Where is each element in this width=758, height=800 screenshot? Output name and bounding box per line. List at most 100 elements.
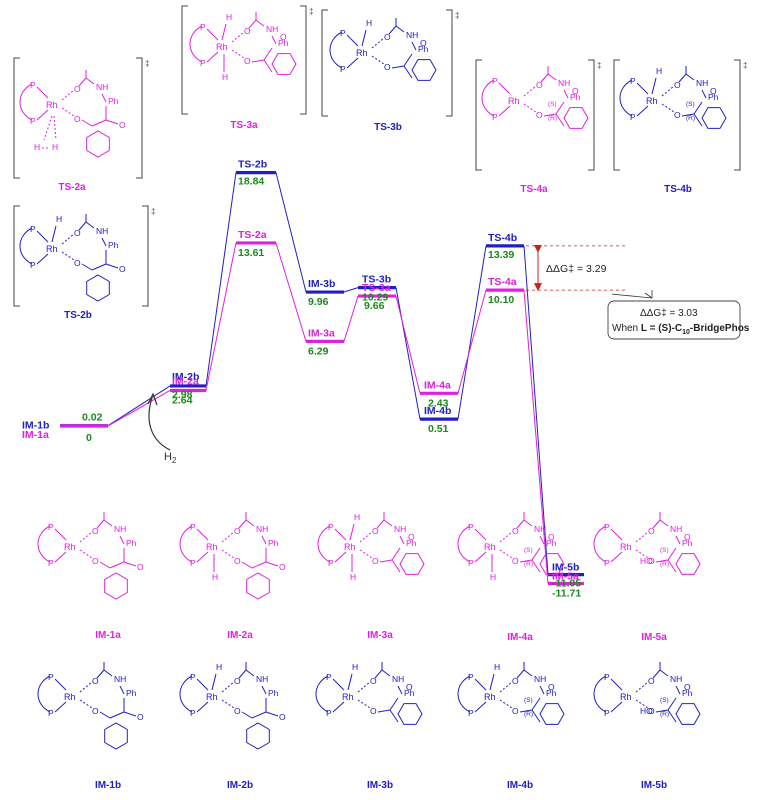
- bracket-left: [13, 205, 20, 307]
- nh-group: NH: [534, 524, 546, 534]
- bond: [474, 551, 487, 563]
- phosphorus-atom: P: [30, 80, 36, 90]
- bond: [334, 551, 347, 563]
- bond: [389, 709, 399, 723]
- level-name-im2b: IM-2b: [172, 371, 199, 383]
- oxygen-atom: O: [710, 86, 717, 96]
- bond: [359, 549, 373, 559]
- benzene-ring: [271, 53, 297, 75]
- bond: [678, 73, 687, 83]
- bond: [652, 519, 661, 529]
- phosphorus-atom: P: [468, 522, 474, 532]
- hydrogen-atom: H: [56, 214, 62, 224]
- bond: [221, 699, 235, 709]
- bond: [251, 59, 265, 63]
- bond: [403, 53, 413, 67]
- rhodium-atom: Rh: [356, 48, 368, 58]
- level-value-im3a: 6.29: [308, 345, 329, 357]
- bond: [361, 29, 367, 47]
- bond: [540, 73, 549, 83]
- note-line2-suffix: -BridgePhos: [690, 323, 750, 334]
- oxygen-atom: O: [92, 526, 99, 536]
- phosphorus-atom: P: [48, 708, 54, 718]
- bond: [636, 105, 649, 117]
- diphosphine-arc: [19, 227, 33, 265]
- stereo-label-r: (R): [524, 561, 533, 568]
- oxygen-atom: O: [512, 676, 519, 686]
- connector-im2a-ts2a: [205, 242, 237, 391]
- oxygen-atom: O: [408, 532, 415, 542]
- connector-im4b-ts4b: [457, 245, 487, 420]
- hydroxyl-group: HO: [640, 556, 653, 566]
- caption-im2a: IM-2a: [227, 630, 253, 641]
- diphosphine-arc: [37, 525, 51, 563]
- bond: [474, 701, 487, 713]
- bond: [347, 673, 353, 691]
- hydrogen-atom: H: [366, 18, 372, 28]
- bond: [332, 678, 345, 691]
- rhodium-atom: Rh: [46, 100, 58, 110]
- level-name-im4a: IM-4a: [424, 379, 451, 391]
- level-value-im4b: 0.51: [428, 423, 449, 435]
- phosphorus-atom: P: [630, 112, 636, 122]
- bond: [346, 34, 359, 47]
- oxygen-atom: O: [92, 676, 99, 686]
- phosphorus-atom: P: [30, 224, 36, 234]
- oxygen-atom: O: [674, 80, 681, 90]
- bond: [357, 699, 371, 709]
- rhodium-atom: Rh: [344, 542, 356, 552]
- benzene-ring: [104, 722, 128, 750]
- nh-group: NH: [392, 674, 404, 684]
- level-name-im3a: IM-3a: [308, 327, 335, 339]
- bond: [54, 528, 67, 541]
- benzene-ring: [399, 553, 425, 575]
- bond: [265, 711, 279, 717]
- benzene-ring: [246, 722, 270, 750]
- phosphorus-atom: P: [190, 522, 196, 532]
- hydrogen-atom: H: [350, 572, 356, 582]
- bond: [61, 107, 75, 117]
- phosphorus-atom: P: [604, 708, 610, 718]
- stereo-label-s: (S): [524, 547, 533, 554]
- bond: [635, 681, 649, 693]
- caption-ts2a: TS-2a: [58, 182, 86, 193]
- stereo-label-r: (R): [660, 561, 669, 568]
- rhodium-atom: Rh: [206, 692, 218, 702]
- hydrogen-atom: H: [212, 572, 218, 582]
- bond: [519, 559, 533, 563]
- bond: [635, 549, 649, 559]
- connector-ts3b-im4b: [395, 287, 421, 420]
- bond: [231, 31, 245, 43]
- benzene-ring: [86, 130, 110, 158]
- nh-group: NH: [394, 524, 406, 534]
- level-value-im2b: 2.98: [172, 389, 193, 401]
- caption-im1a: IM-1a: [95, 630, 121, 641]
- bond: [519, 709, 533, 713]
- phosphorus-atom: P: [30, 116, 36, 126]
- diphosphine-arc: [619, 79, 633, 117]
- hydrogen-atom: H: [490, 572, 496, 582]
- nh-group: NH: [696, 78, 708, 88]
- nh-group: NH: [96, 226, 108, 236]
- bond: [635, 699, 649, 709]
- bond: [79, 699, 93, 709]
- oxygen-atom: O: [74, 258, 81, 268]
- bond: [636, 82, 649, 95]
- bond: [531, 709, 541, 723]
- oxygen-atom: O: [648, 556, 655, 566]
- oxygen-atom: O: [372, 556, 379, 566]
- oxygen-atom: O: [279, 712, 286, 722]
- caption-ts4b: TS-4b: [664, 184, 692, 195]
- bond: [54, 678, 67, 691]
- hydrogen-atom: H: [494, 662, 500, 672]
- bond: [61, 251, 75, 261]
- bracket-right: [588, 59, 595, 171]
- phosphorus-atom: P: [492, 76, 498, 86]
- bond: [498, 82, 511, 95]
- bond: [667, 697, 677, 711]
- h2-arrow: [148, 397, 171, 451]
- rhodium-atom: Rh: [206, 542, 218, 552]
